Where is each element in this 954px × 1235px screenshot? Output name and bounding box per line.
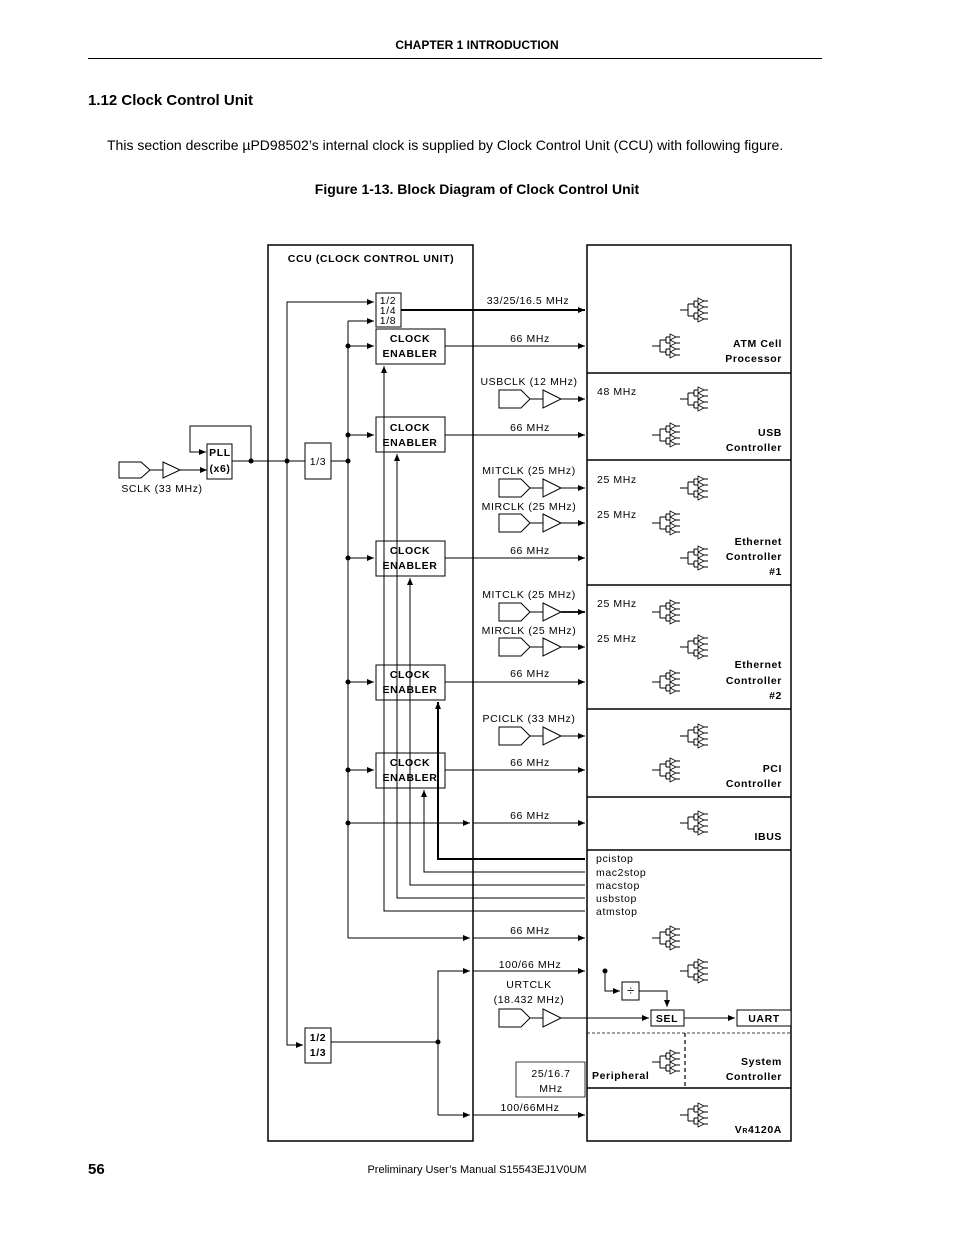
clock-tree-icons <box>651 297 709 1128</box>
svg-text:MITCLK (25 MHz): MITCLK (25 MHz) <box>482 465 576 477</box>
peripheral-label: Peripheral <box>592 1070 649 1082</box>
ibus-label: IBUS <box>755 831 783 843</box>
periph-freq-unit: MHz <box>539 1083 562 1095</box>
svg-text:MITCLK (25 MHz): MITCLK (25 MHz) <box>482 589 576 601</box>
stop-signal-wires <box>381 366 585 912</box>
periph-freq-box <box>515 1061 586 1098</box>
sys-label-1: System <box>741 1056 782 1068</box>
freq-25-eth1-b: 25 MHz <box>597 509 637 521</box>
usb-label-1: USB <box>758 427 782 439</box>
eth1-label-2: Controller <box>726 551 782 563</box>
svg-text:CLOCK: CLOCK <box>390 333 430 345</box>
freq-48: 48 MHz <box>597 386 637 398</box>
usb-label-2: Controller <box>726 442 782 454</box>
eth2-label-2: Controller <box>726 675 782 687</box>
freq-66-eth1: 66 MHz <box>510 545 550 557</box>
stop-macstop: macstop <box>596 880 640 892</box>
page-number: 56 <box>88 1161 105 1178</box>
vr4120a-label: VR4120A <box>735 1124 782 1136</box>
header-rule <box>88 58 822 59</box>
freq-66-pci: 66 MHz <box>510 757 550 769</box>
div-sys-block <box>304 1027 332 1064</box>
footer-manual: Preliminary User’s Manual S15543EJ1V0UM <box>367 1164 587 1176</box>
svg-text:MIRCLK (25 MHz): MIRCLK (25 MHz) <box>482 501 577 513</box>
freq-66-sys: 66 MHz <box>510 925 550 937</box>
usbclk-input: USBCLK (12 MHz) <box>480 376 585 409</box>
uart-label: UART <box>748 1013 780 1025</box>
div-half-label: 1/2 <box>380 295 396 307</box>
svg-text:ENABLER: ENABLER <box>383 348 438 360</box>
mirclk-input-eth1: MIRCLK (25 MHz) <box>482 501 585 533</box>
svg-text:CLOCK: CLOCK <box>390 545 430 557</box>
freq-100-66-sys: 100/66 MHz <box>499 959 562 971</box>
svg-text:ENABLER: ENABLER <box>383 437 438 449</box>
eth2-label-1: Ethernet <box>735 659 782 671</box>
pll-mult-label: (x6) <box>209 463 230 475</box>
pci-label-1: PCI <box>763 763 782 775</box>
freq-66-ibus: 66 MHz <box>510 810 550 822</box>
div-multi-block <box>375 292 402 328</box>
sys-label-2: Controller <box>726 1071 782 1083</box>
svg-text:CLOCK: CLOCK <box>390 422 430 434</box>
div-sys-half: 1/2 <box>310 1032 326 1044</box>
div-sys-third: 1/3 <box>310 1047 326 1059</box>
svg-text:PCICLK (33 MHz): PCICLK (33 MHz) <box>482 713 575 725</box>
freq-25-eth2-b: 25 MHz <box>597 633 637 645</box>
ccu-title: CCU (CLOCK CONTROL UNIT) <box>288 253 454 265</box>
eth2-label-3: #2 <box>769 690 782 702</box>
stop-atmstop: atmstop <box>596 906 638 918</box>
eth1-label-3: #1 <box>769 566 782 578</box>
svg-text:ENABLER: ENABLER <box>383 560 438 572</box>
section-title: 1.12 Clock Control Unit <box>88 92 254 109</box>
freq-25-eth1-a: 25 MHz <box>597 474 637 486</box>
clock-enabler-atm: CLOCK ENABLER <box>348 328 585 365</box>
pll-label: PLL <box>209 447 231 459</box>
mirclk-input-eth2: MIRCLK (25 MHz) <box>482 625 585 657</box>
sel-label: SEL <box>656 1013 678 1025</box>
svg-text:URTCLK: URTCLK <box>506 979 551 991</box>
figure-caption: Figure 1-13. Block Diagram of Clock Cont… <box>314 181 640 197</box>
stop-pcistop: pcistop <box>596 853 633 865</box>
urtclk-input: URTCLK (18.432 MHz) <box>494 979 649 1028</box>
freq-25-eth2-a: 25 MHz <box>597 598 637 610</box>
stop-usbstop: usbstop <box>596 893 637 905</box>
clock-enabler-usb: CLOCK ENABLER <box>348 416 585 453</box>
svg-text:(18.432 MHz): (18.432 MHz) <box>494 994 565 1006</box>
svg-text:USBCLK (12 MHz): USBCLK (12 MHz) <box>480 376 577 388</box>
freq-66-eth2: 66 MHz <box>510 668 550 680</box>
div-quarter-label: 1/4 <box>380 305 396 317</box>
stop-mac2stop: mac2stop <box>596 867 646 879</box>
ccu-frame <box>267 244 474 1142</box>
uart-block <box>736 1009 792 1027</box>
eth1-label-1: Ethernet <box>735 536 782 548</box>
peripheral-frame <box>586 244 792 1142</box>
div3-label: 1/3 <box>310 456 326 468</box>
freq-100-66-vr: 100/66MHz <box>500 1102 559 1114</box>
div-eighth-label: 1/8 <box>380 315 396 327</box>
periph-freq-label: 25/16.7 <box>531 1068 570 1080</box>
pll-block <box>206 443 233 480</box>
atm-label-1: ATM Cell <box>733 338 782 350</box>
mitclk-input-eth1: MITCLK (25 MHz) <box>482 465 585 498</box>
clock-enabler-eth1: CLOCK ENABLER <box>348 540 585 577</box>
chapter-header: CHAPTER 1 INTRODUCTION <box>395 38 559 52</box>
sclk-label: SCLK (33 MHz) <box>121 483 202 495</box>
svg-text:MIRCLK (25 MHz): MIRCLK (25 MHz) <box>482 625 577 637</box>
pci-label-2: Controller <box>726 778 782 790</box>
mitclk-input-eth2: MITCLK (25 MHz) <box>482 589 585 622</box>
div3-block <box>304 442 332 480</box>
pciclk-input: PCICLK (33 MHz) <box>482 713 585 746</box>
atm-label-2: Processor <box>725 353 782 365</box>
intro-paragraph: This section describe µPD98502’s interna… <box>107 137 784 153</box>
freq-66-usb: 66 MHz <box>510 422 550 434</box>
divide-icon: ÷ <box>627 983 635 998</box>
freq-66-atm: 66 MHz <box>510 333 550 345</box>
atm-clock-freq: 33/25/16.5 MHz <box>487 295 570 307</box>
